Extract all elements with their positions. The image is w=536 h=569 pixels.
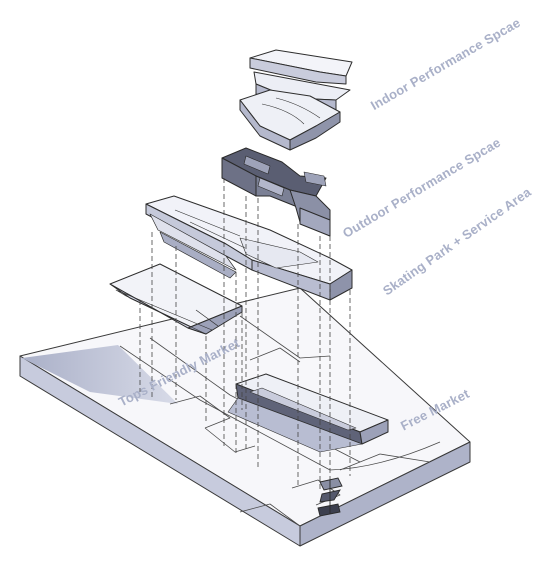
vertical-core [317,477,343,517]
indoor-performance-volume [239,49,353,151]
free-market-volume [227,373,389,453]
projection-lines [139,178,351,500]
skating-park-volume [145,195,353,301]
